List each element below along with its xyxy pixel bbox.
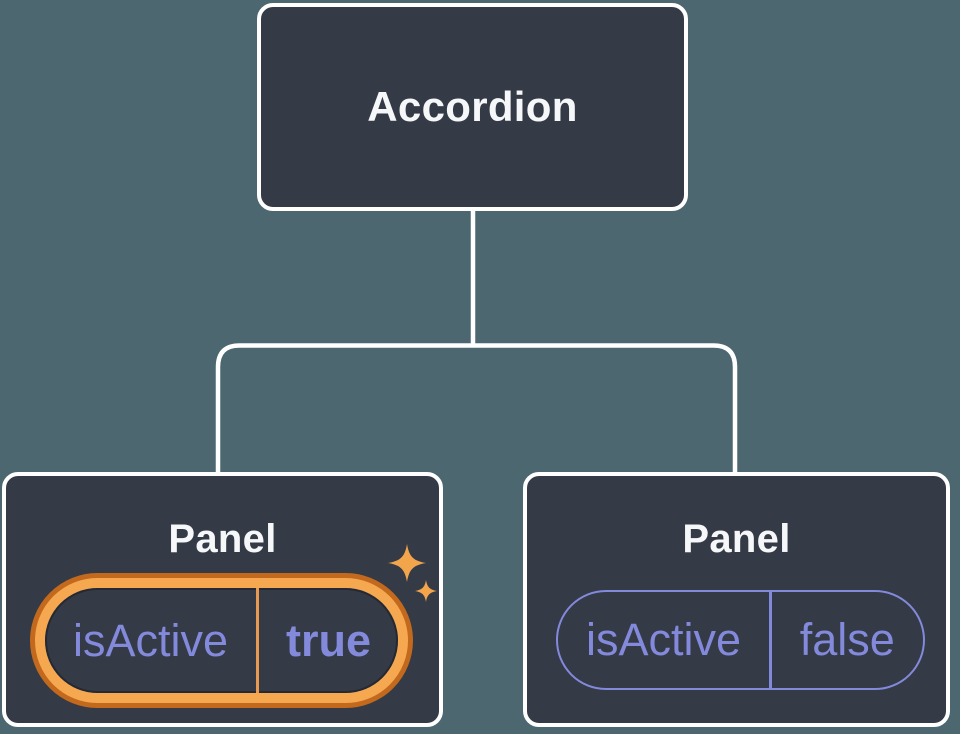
state-value-cell: true — [259, 588, 398, 693]
state-key-label: isActive — [72, 614, 229, 666]
state-key-label: isActive — [585, 614, 742, 665]
root-node-label: Accordion — [367, 83, 578, 130]
panel-title: Panel — [168, 517, 277, 561]
sparkles-icon — [388, 544, 437, 602]
child-node-panel-inactive: Panel isActive false — [523, 472, 950, 727]
root-node-accordion: Accordion — [257, 3, 688, 211]
pill-divider — [769, 592, 772, 688]
state-pill-plain: isActive false — [556, 590, 925, 690]
state-pill-inner: isActive true — [45, 588, 398, 693]
state-value-label: false — [799, 614, 895, 665]
state-value-label: true — [285, 614, 371, 666]
child-node-panel-active: Panel isActive true — [2, 472, 443, 727]
pill-divider — [256, 588, 259, 693]
state-key-cell: isActive — [45, 588, 256, 693]
panel-title: Panel — [682, 517, 791, 561]
state-value-cell: false — [772, 592, 924, 688]
state-pill-highlighted: isActive true — [30, 573, 413, 708]
state-key-cell: isActive — [558, 592, 769, 688]
